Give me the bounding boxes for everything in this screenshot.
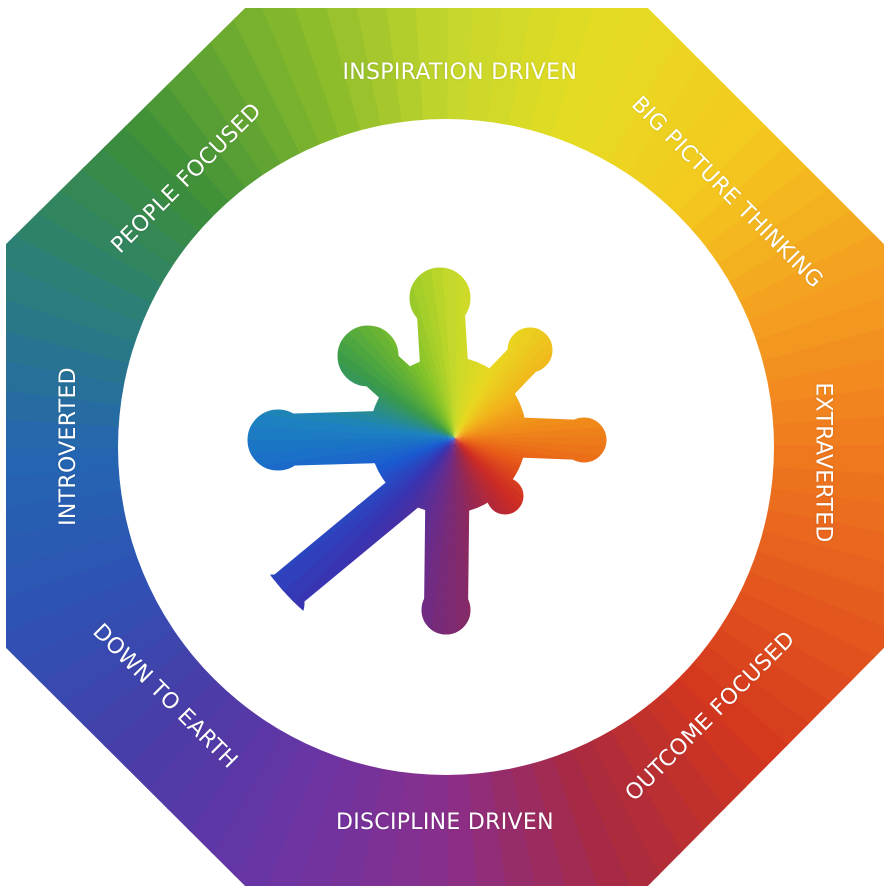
splat-color-segment	[236, 438, 455, 529]
splat-color-segment	[455, 438, 517, 665]
splat-color-segment	[254, 438, 455, 568]
splat-color-segment	[455, 296, 648, 438]
splat-color-segment	[452, 438, 473, 668]
splat-color-segment	[280, 273, 455, 438]
splat-color-segment	[422, 208, 455, 438]
splat-color-segment	[455, 438, 656, 568]
splat-color-segment	[455, 321, 663, 438]
splat-color-segment	[455, 438, 546, 657]
splat-color-segment	[455, 347, 674, 438]
splat-color-segment	[262, 438, 455, 580]
splat-color-segment	[378, 215, 455, 438]
splat-color-segment	[241, 438, 455, 542]
splat-color-segment	[455, 237, 585, 438]
splat-color-segment	[455, 438, 639, 592]
splat-color-segment	[351, 224, 455, 438]
ring-color-segment	[446, 387, 884, 447]
splat-color-segment	[301, 254, 455, 438]
splat-color-segment	[262, 296, 455, 438]
splat-color-segment	[232, 438, 455, 515]
splat-color-segment	[455, 438, 630, 603]
splat-color-segment	[226, 438, 455, 486]
splat-color-segment	[338, 230, 455, 438]
splat-color-segment	[455, 263, 620, 438]
splat-color-segment	[313, 245, 455, 438]
splat-color-segment	[247, 438, 455, 555]
splat-color-segment	[455, 438, 620, 613]
splat-color-segment	[325, 438, 455, 639]
splat-color-segment	[437, 208, 458, 438]
splat-color-segment	[455, 438, 597, 631]
splat-color-segment	[455, 438, 572, 646]
ring-color-segment	[446, 358, 884, 447]
splat-color-segment	[455, 376, 682, 438]
splat-color-segment	[455, 438, 559, 652]
splat-color-segment	[325, 237, 455, 438]
splat-color-segment	[455, 361, 678, 438]
splat-color-segment	[313, 438, 455, 631]
splat-color-segment	[290, 263, 455, 438]
splat-color-segment	[455, 438, 503, 667]
label-discipline-driven: DISCIPLINE DRIVEN	[336, 809, 554, 835]
splat-color-segment	[455, 438, 648, 580]
label-inspiration-driven: INSPIRATION DRIVEN	[342, 59, 578, 85]
splat-color-segment	[271, 284, 455, 438]
splat-logo	[225, 208, 685, 668]
splat-color-segment	[455, 273, 630, 438]
ring-color-segment	[6, 447, 446, 599]
splat-color-segment	[393, 211, 455, 438]
splat-color-segment	[407, 209, 455, 438]
label-introverted: INTROVERTED	[55, 366, 81, 526]
splat-color-segment	[455, 405, 685, 438]
splat-color-segment	[290, 438, 455, 613]
splat-color-segment	[455, 308, 656, 438]
splat-color-segment	[455, 438, 488, 668]
splat-color-segment	[228, 438, 455, 500]
splat-color-segment	[455, 438, 532, 661]
splat-color-segment	[455, 420, 685, 441]
splat-color-segment	[271, 438, 455, 592]
splat-color-segment	[280, 438, 455, 603]
ring-color-segment	[6, 447, 446, 632]
splat-color-segment	[364, 219, 455, 438]
splat-color-segment	[455, 334, 669, 438]
splat-color-segment	[254, 308, 455, 438]
splat-color-segment	[301, 438, 455, 622]
ring-color-segment	[262, 8, 446, 447]
label-extraverted: EXTRAVERTED	[810, 381, 836, 543]
splat-color-segment	[225, 435, 455, 456]
splat-color-segment	[455, 438, 585, 639]
splat-color-segment	[455, 438, 609, 622]
splat-color-segment	[455, 390, 684, 438]
splat-color-segment	[455, 254, 609, 438]
splat-color-segment	[225, 438, 455, 471]
splat-color-segment	[455, 245, 597, 438]
splat-color-segment	[455, 284, 639, 438]
